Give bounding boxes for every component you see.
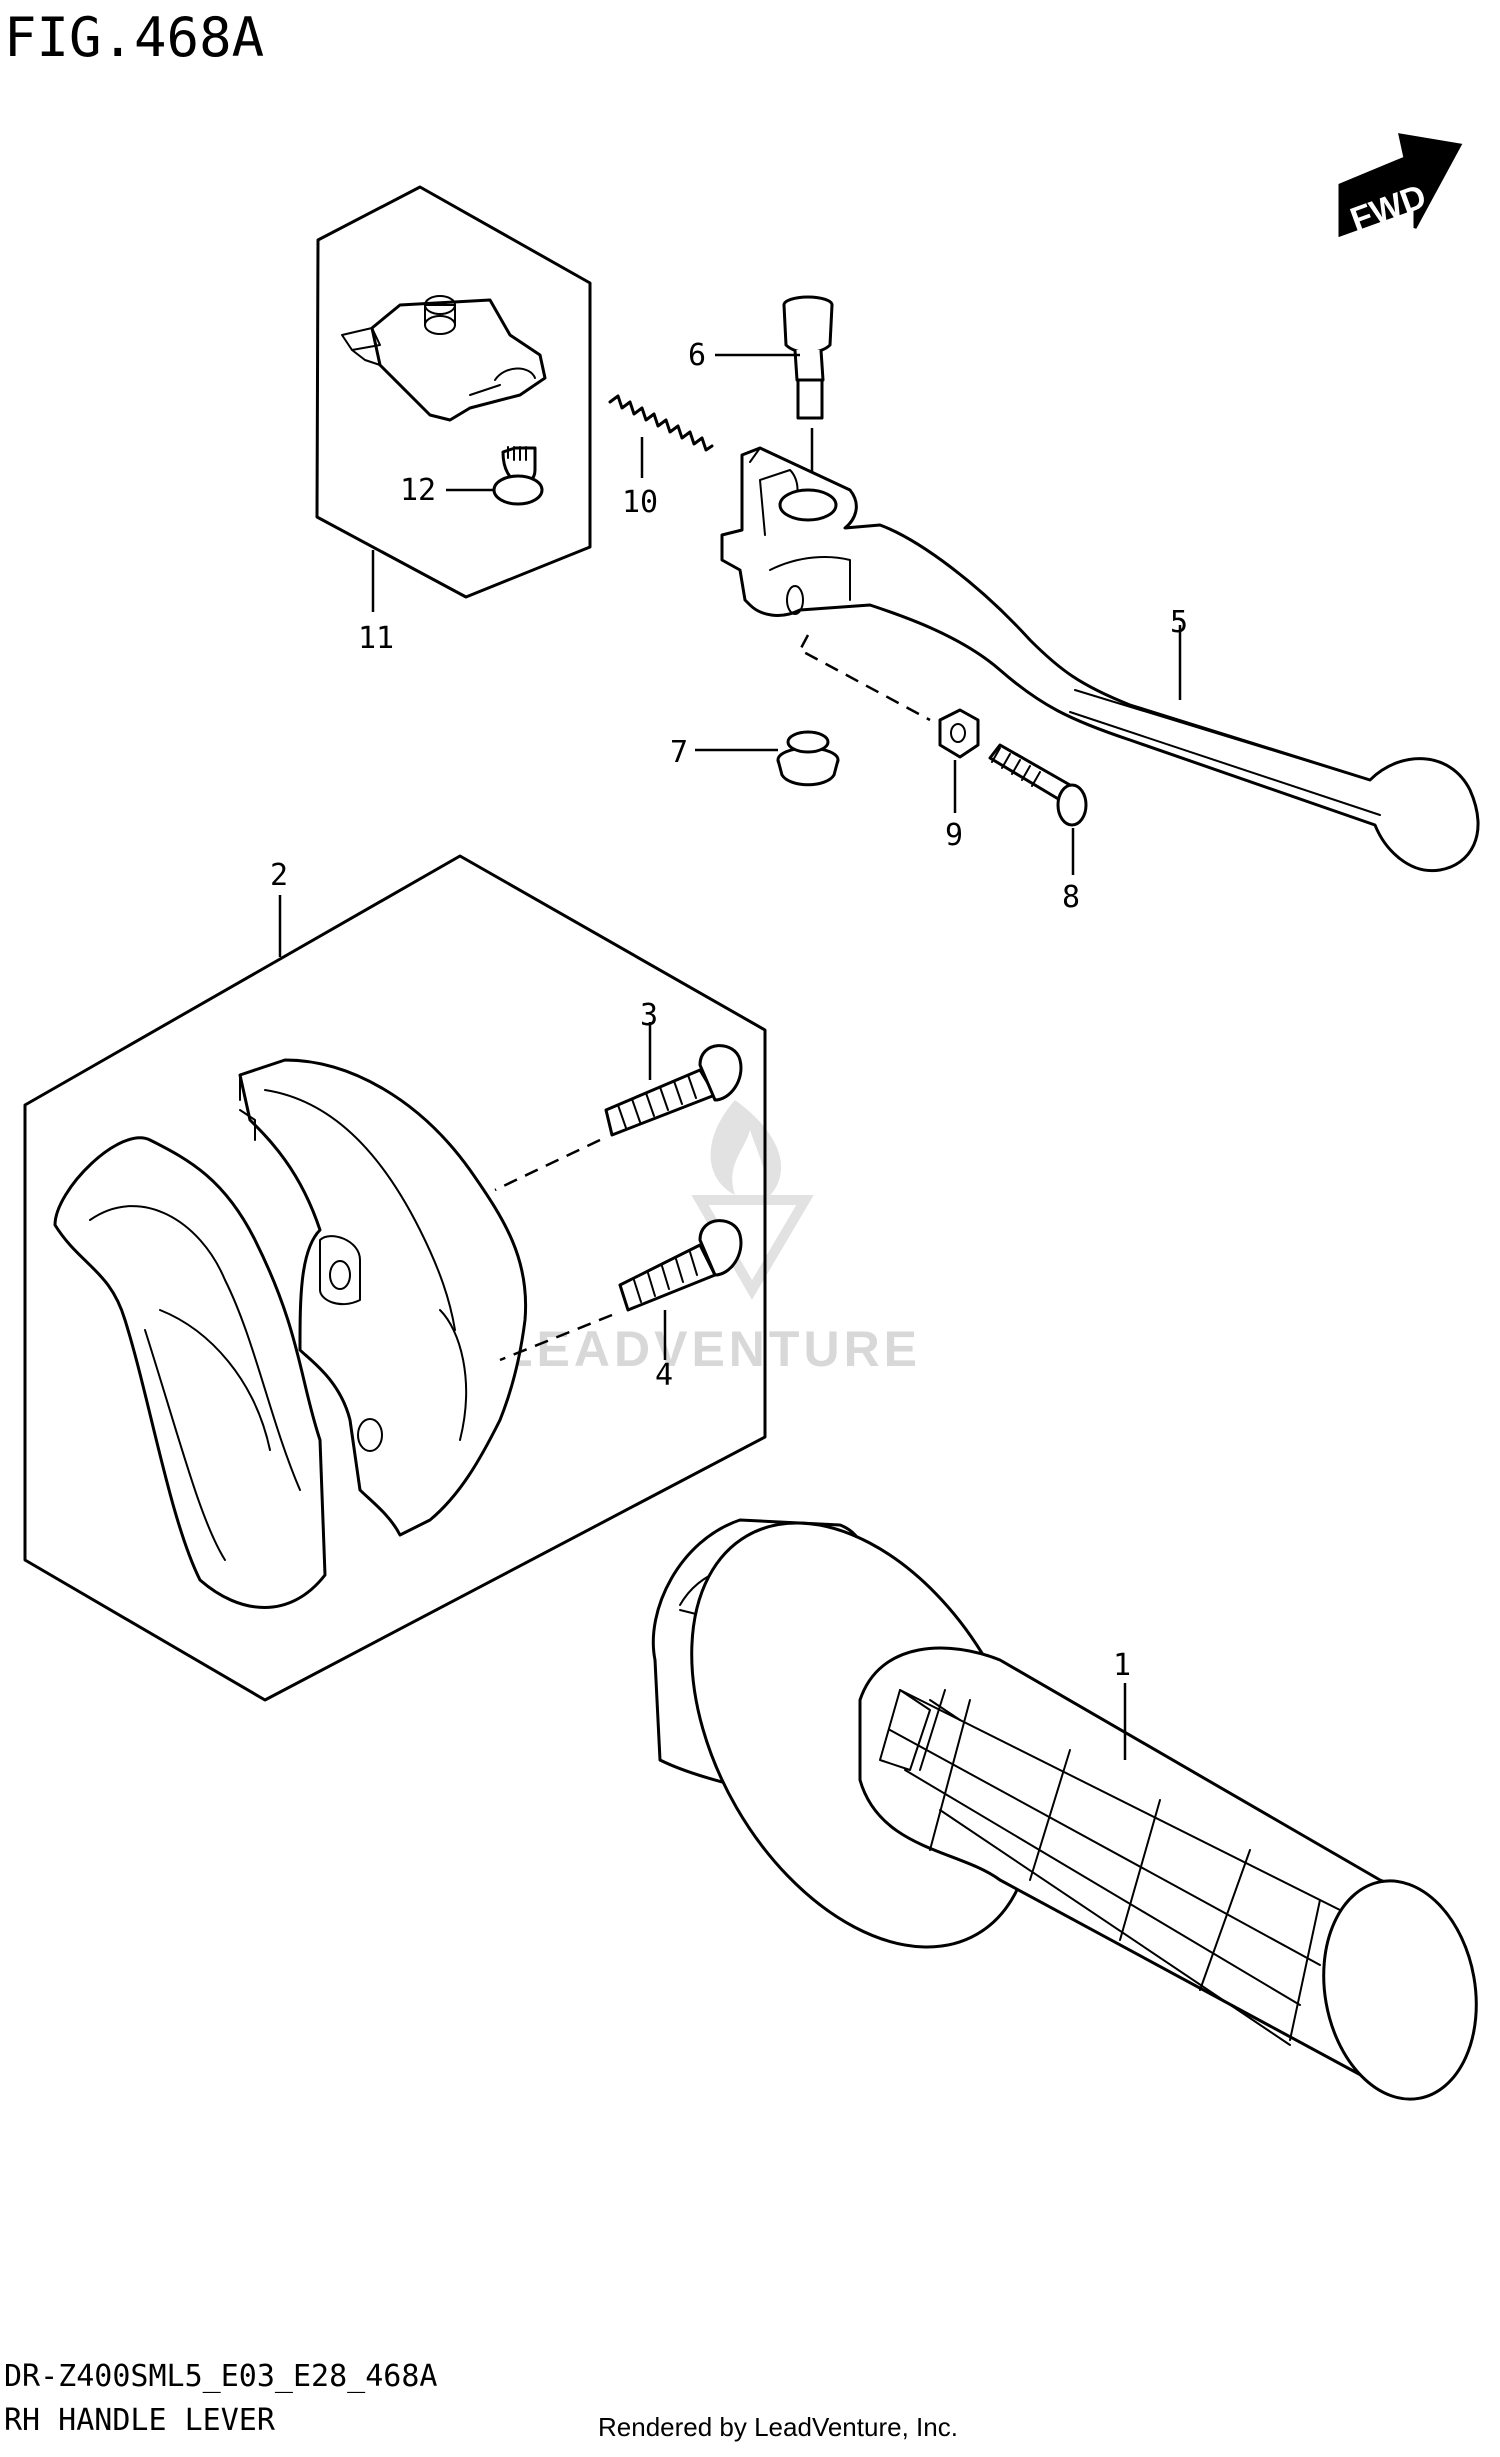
part-10-spring bbox=[608, 394, 714, 478]
callout-9: 9 bbox=[945, 818, 963, 853]
figure-caption: RH HANDLE LEVER bbox=[4, 2403, 276, 2438]
callouts: 1 2 3 4 5 6 7 8 9 10 11 12 bbox=[270, 338, 1188, 1683]
lever-switch bbox=[341, 295, 547, 422]
figure-title: FIG.468A bbox=[4, 6, 264, 69]
handlebar-clamp bbox=[53, 1136, 327, 1609]
callout-2: 2 bbox=[270, 858, 288, 893]
callout-5: 5 bbox=[1170, 605, 1188, 640]
callout-7: 7 bbox=[670, 735, 688, 770]
fwd-arrow-icon: FWD bbox=[1338, 133, 1463, 239]
part-7-nut bbox=[695, 730, 840, 787]
part-9-nut bbox=[938, 708, 980, 813]
part-2-kit-box bbox=[23, 854, 767, 1702]
callout-6: 6 bbox=[688, 338, 706, 373]
part-5-brake-lever bbox=[720, 446, 1480, 873]
callout-4: 4 bbox=[655, 1358, 673, 1393]
part-4-screw bbox=[499, 1219, 743, 1362]
part-1-throttle-grip bbox=[651, 1518, 1478, 2101]
part-3-screw bbox=[494, 1022, 743, 1192]
callout-3: 3 bbox=[640, 998, 658, 1033]
callout-11: 11 bbox=[358, 621, 394, 656]
callout-1: 1 bbox=[1113, 1648, 1131, 1683]
callout-10: 10 bbox=[622, 485, 658, 520]
part-12-screw bbox=[446, 446, 544, 506]
part-11-kit-box bbox=[315, 185, 592, 612]
switch-housing bbox=[238, 1058, 528, 1537]
part-8-bolt bbox=[988, 743, 1088, 875]
callout-8: 8 bbox=[1062, 880, 1080, 915]
render-credit: Rendered by LeadVenture, Inc. bbox=[598, 2412, 958, 2442]
callout-12: 12 bbox=[400, 473, 436, 508]
model-code: DR-Z400SML5_E03_E28_468A bbox=[4, 2359, 437, 2394]
watermark-text: LEADVENTURE bbox=[502, 1321, 921, 1377]
